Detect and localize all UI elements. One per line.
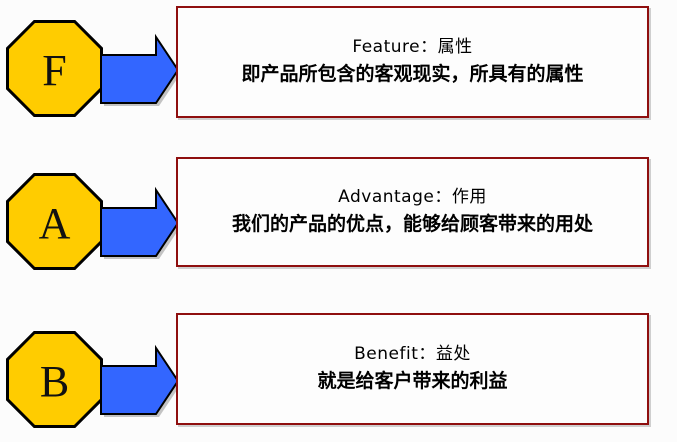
octagon-badge-f[interactable]: F <box>6 20 103 117</box>
box-description-feature: 即产品所包含的客观现实，所具有的属性 <box>241 63 584 86</box>
box-title-advantage: Advantage：作用 <box>338 187 487 208</box>
arrow-b <box>98 343 182 419</box>
arrow-f <box>98 32 182 108</box>
octagon-shape <box>6 20 103 117</box>
text-box-advantage: Advantage：作用 我们的产品的优点，能够给顾客带来的用处 <box>176 157 649 267</box>
box-description-benefit: 就是给客户带来的利益 <box>317 370 508 393</box>
box-title-feature: Feature：属性 <box>352 37 473 58</box>
arrow-a <box>98 185 182 261</box>
badge-letter-a: A <box>39 199 71 248</box>
text-box-feature: Feature：属性 即产品所包含的客观现实，所具有的属性 <box>176 6 649 118</box>
badge-letter-f: F <box>42 46 66 95</box>
box-title-benefit: Benefit：益处 <box>354 344 471 365</box>
octagon-shape <box>6 331 103 428</box>
octagon-badge-b[interactable]: B <box>6 331 103 428</box>
octagon-shape <box>6 173 103 270</box>
box-description-advantage: 我们的产品的优点，能够给顾客带来的用处 <box>231 213 593 236</box>
text-box-benefit: Benefit：益处 就是给客户带来的利益 <box>176 313 649 425</box>
badge-letter-b: B <box>40 357 69 406</box>
octagon-badge-a[interactable]: A <box>6 173 103 270</box>
